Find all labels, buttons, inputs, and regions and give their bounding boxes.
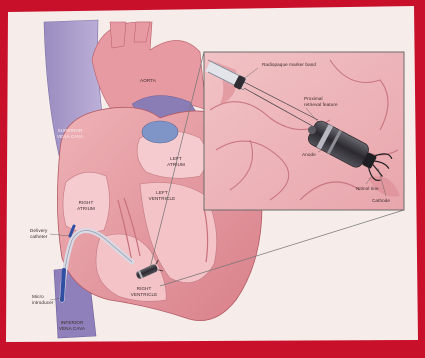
label-left-ventricle-line2: VENTRICLE bbox=[149, 196, 176, 201]
label-right-atrium-line2: ATRIUM bbox=[77, 206, 95, 211]
label-marker-band: Radiopaque marker band bbox=[262, 62, 316, 67]
label-right-atrium-line1: RIGHT bbox=[79, 200, 94, 205]
aortic-branch bbox=[110, 22, 126, 48]
label-delivery-line2: catheter bbox=[30, 234, 48, 239]
label-left-atrium-line2: ATRIUM bbox=[167, 162, 185, 167]
label-retrieval-line2: retrieval feature bbox=[304, 102, 338, 107]
label-aorta: AORTA bbox=[140, 78, 157, 83]
pulmonary-valve bbox=[142, 121, 178, 143]
label-svc-line2: VENA CAVA bbox=[57, 134, 84, 139]
label-svc-line1: SUPERIOR bbox=[58, 128, 83, 133]
label-delivery-line1: Delivery bbox=[30, 228, 48, 233]
label-left-ventricle-line1: LEFT bbox=[156, 190, 168, 195]
label-anode: Anode bbox=[302, 152, 316, 157]
label-retrieval-line1: Proximal bbox=[304, 96, 323, 101]
label-nitinol: Nitinol tine bbox=[356, 186, 379, 191]
micro-introducer bbox=[62, 270, 64, 300]
label-ivc-line2: VENA CAVA bbox=[59, 326, 86, 331]
label-cathode: Cathode bbox=[372, 198, 390, 203]
label-micro-line2: introducer bbox=[32, 300, 54, 305]
label-ivc-line1: INFERIOR bbox=[61, 320, 84, 325]
label-left-atrium-line1: LEFT bbox=[170, 156, 182, 161]
label-right-ventricle-line1: RIGHT bbox=[137, 286, 152, 291]
label-right-ventricle-line2: VENTRICLE bbox=[131, 292, 158, 297]
label-micro-line1: Micro bbox=[32, 294, 44, 299]
